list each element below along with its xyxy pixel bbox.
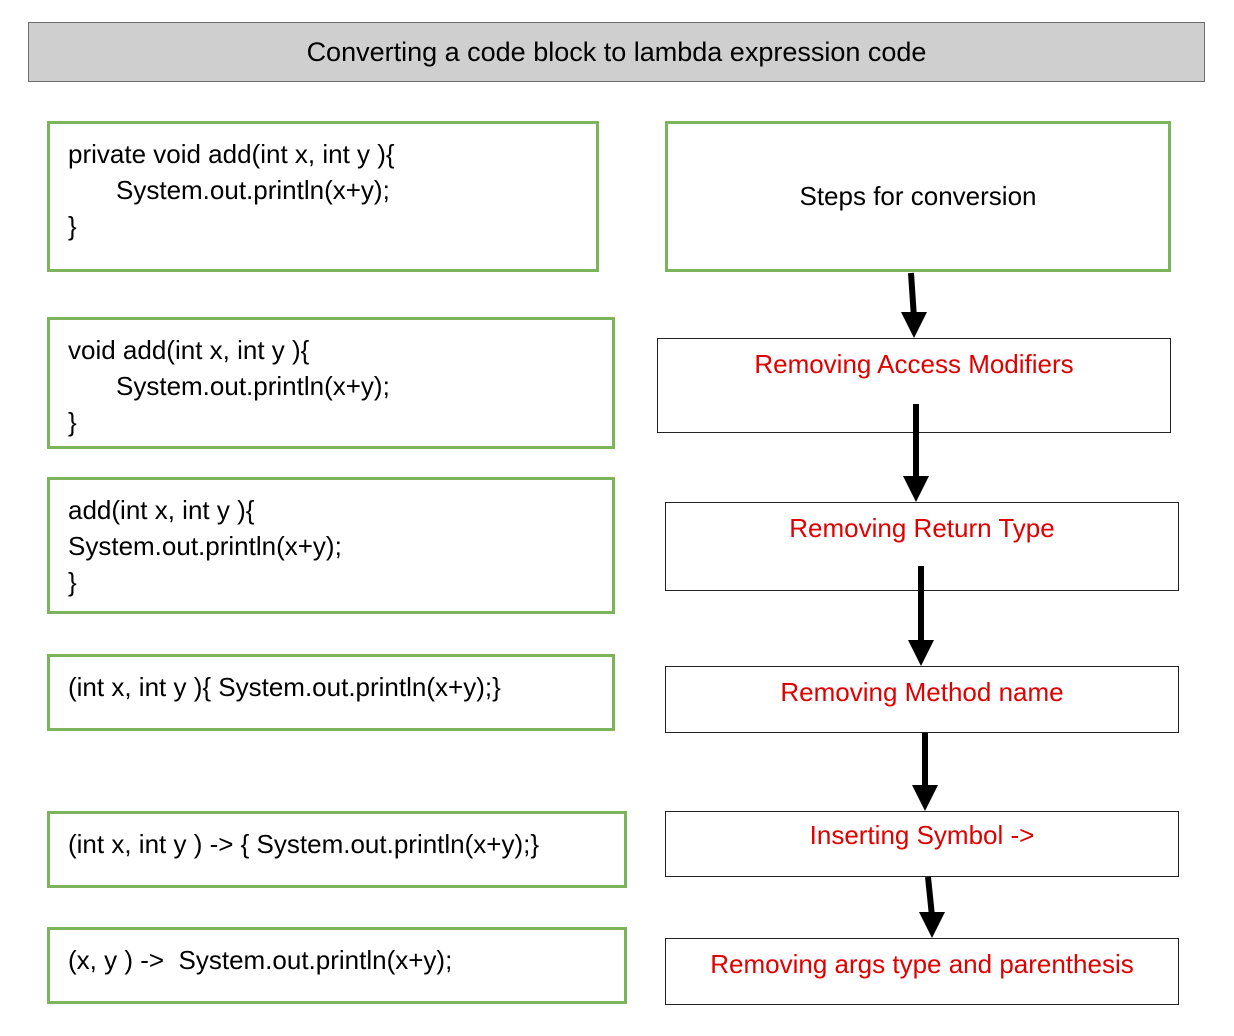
step-remove-args-type: Removing args type and parenthesis [665, 938, 1179, 1005]
arrow-step3-to-step4 [912, 733, 938, 811]
code-block-no-return-type: add(int x, int y ){ System.out.println(x… [47, 477, 615, 614]
code-block-no-method-name: (int x, int y ){ System.out.println(x+y)… [47, 654, 615, 731]
steps-header-label: Steps for conversion [799, 181, 1037, 211]
code-line: void add(int x, int y ){ [68, 335, 310, 365]
code-line: System.out.println(x+y); [116, 371, 390, 401]
step-insert-symbol: Inserting Symbol -> [665, 811, 1179, 877]
code-line: } [68, 407, 77, 437]
step-label: Removing Method name [780, 677, 1064, 707]
step-label: Inserting Symbol -> [809, 820, 1035, 850]
code-line: add(int x, int y ){ [68, 495, 255, 525]
code-line: (int x, int y ) -> { System.out.println(… [68, 829, 540, 859]
step-remove-method-name: Removing Method name [665, 666, 1179, 733]
arrow-header-to-step1 [901, 272, 927, 338]
code-line: private void add(int x, int y ){ [68, 139, 395, 169]
code-block-arrow-inserted: (int x, int y ) -> { System.out.println(… [47, 811, 627, 888]
code-line: } [68, 567, 77, 597]
step-label: Removing Return Type [789, 513, 1055, 543]
arrow-step1-to-step2 [903, 404, 929, 502]
arrow-step4-to-step5 [919, 876, 945, 938]
code-block-original: private void add(int x, int y ){ System.… [47, 121, 599, 272]
code-line: (x, y ) -> System.out.println(x+y); [68, 945, 453, 975]
code-block-no-access-modifier: void add(int x, int y ){ System.out.prin… [47, 317, 615, 449]
diagram-title-text: Converting a code block to lambda expres… [306, 36, 927, 67]
code-line: System.out.println(x+y); [68, 531, 342, 561]
code-block-lambda: (x, y ) -> System.out.println(x+y); [47, 927, 627, 1004]
code-line: (int x, int y ){ System.out.println(x+y)… [68, 672, 501, 702]
arrow-step2-to-step3 [908, 566, 934, 666]
step-label: Removing args type and parenthesis [710, 949, 1134, 979]
steps-header-box: Steps for conversion [665, 121, 1171, 272]
code-line: } [68, 211, 77, 241]
diagram-title: Converting a code block to lambda expres… [28, 22, 1205, 82]
step-label: Removing Access Modifiers [754, 349, 1074, 379]
code-line: System.out.println(x+y); [116, 175, 390, 205]
